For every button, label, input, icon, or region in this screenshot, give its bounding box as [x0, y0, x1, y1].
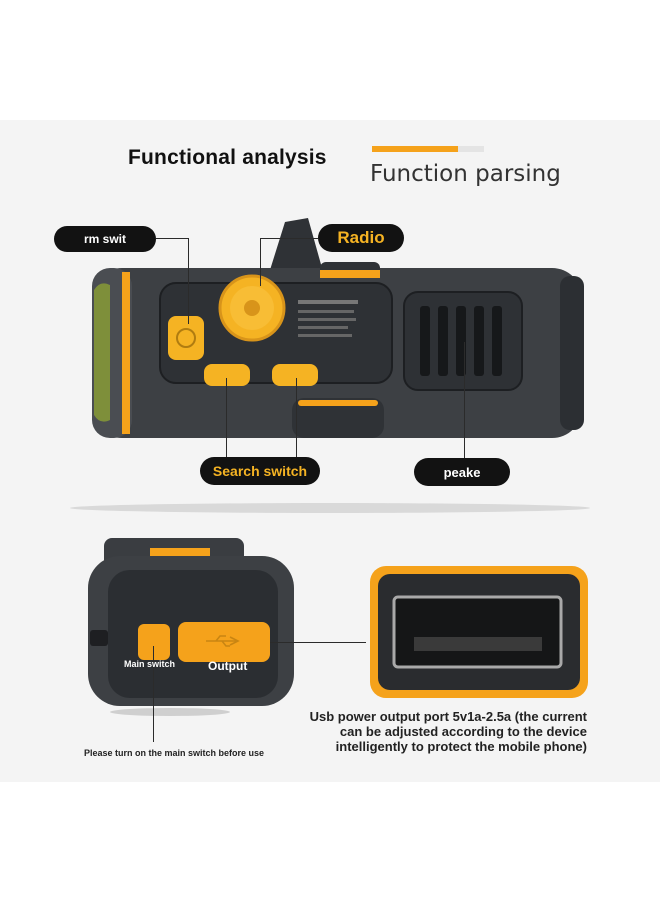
radio-label: Radio — [318, 224, 404, 252]
search-callout-line-right — [296, 378, 297, 458]
speaker-text: peake — [443, 464, 481, 480]
speaker-label: peake — [414, 458, 510, 486]
alarm-switch-text: rm swit — [83, 232, 126, 246]
main-switch-device-label: Main switch — [124, 659, 176, 669]
alarm-switch-label: rm swit — [54, 226, 156, 252]
main-switch-note: Please turn on the main switch before us… — [84, 748, 265, 758]
page-title: Functional analysis — [128, 146, 327, 169]
output-device-label: Output — [208, 659, 248, 673]
page-subtitle: Function parsing — [370, 161, 561, 187]
main-switch-callout-line — [153, 646, 154, 742]
alarm-callout-line-h — [156, 238, 188, 239]
radio-callout-line-v — [260, 238, 261, 286]
title-progress-fill — [372, 146, 458, 152]
search-switch-label: Search switch — [200, 457, 320, 485]
usb-port-description: Usb power output port 5v1a-2.5a (the cur… — [309, 709, 587, 754]
radio-callout-line-h — [260, 238, 318, 239]
search-callout-line-left — [226, 378, 227, 458]
usb-callout-line — [270, 642, 366, 643]
radio-text: Radio — [337, 228, 385, 247]
speaker-callout-line — [464, 342, 465, 458]
alarm-callout-line-v — [188, 238, 189, 324]
search-switch-text: Search switch — [212, 463, 308, 479]
usb-icon — [206, 635, 240, 647]
